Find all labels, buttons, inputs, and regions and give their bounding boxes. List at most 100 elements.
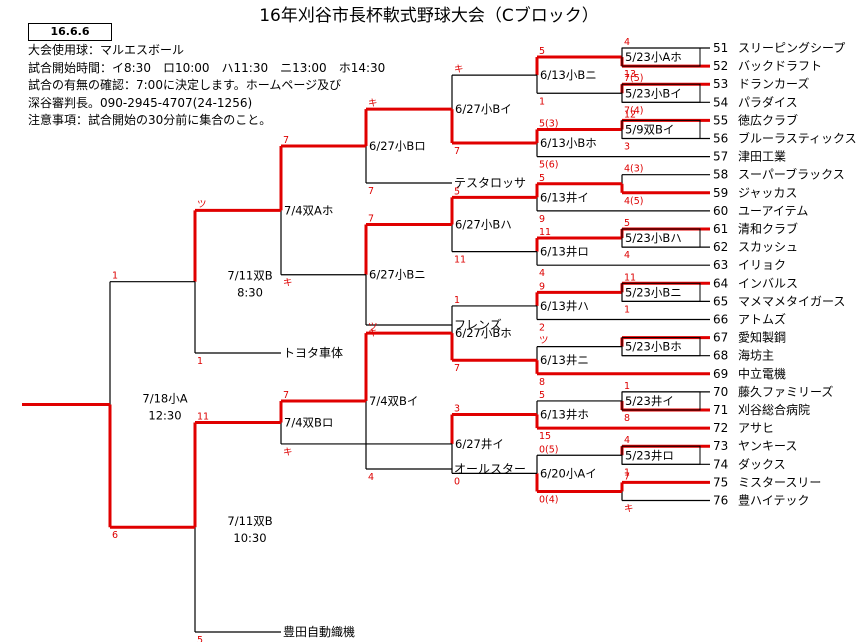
info-line-contact: 深谷審判長。090-2945-4707(24-1256)	[28, 95, 253, 110]
team-number: 56	[713, 132, 728, 146]
match-r1e: 545/23小Bハ	[624, 218, 682, 261]
score-top: 4(3)	[624, 164, 644, 175]
team-number: 60	[713, 204, 728, 218]
match-box	[621, 391, 701, 411]
team-entry: 56 ブルーラスティックス	[713, 131, 857, 146]
team-name: ブルーラスティックス	[738, 131, 857, 146]
score-bottom: 5(6)	[539, 160, 559, 171]
team-number: 66	[713, 313, 728, 327]
team-number: 52	[713, 59, 728, 73]
score-top: 4	[624, 37, 630, 48]
team-number: 61	[713, 222, 728, 236]
match-r1b: 7(5)7(4)5/23小Bイ	[624, 73, 682, 116]
match-label: 6/27小Bホ	[455, 326, 512, 340]
team-name: バックドラフト	[738, 59, 822, 73]
match-r2f: ツ86/13井ニ	[539, 336, 589, 388]
team-entry: 59 ジャッカス	[713, 186, 797, 200]
score-top: 1	[454, 295, 460, 306]
score-bottom: 8	[624, 413, 630, 424]
team-name: ユーアイテム	[738, 204, 808, 218]
match-label: 6/20小Aイ	[540, 466, 597, 480]
match-label: 5/23井ロ	[625, 448, 674, 462]
team-name: 海坊主	[738, 348, 774, 363]
match-r2e: 9 2 6/13井ハ	[539, 281, 589, 333]
team-name: フレンズ	[454, 317, 502, 332]
score-bottom: 7	[368, 186, 374, 197]
team-name: アサヒ	[738, 421, 774, 435]
team-name: 豊田自動織機	[283, 624, 355, 639]
page-title: 16年刈谷市長杯軟式野球大会（Cブロック）	[259, 6, 599, 26]
info-line-times: 試合開始時間：イ8:30 ロ10:00 ハ11:30 ニ13:00 ホ14:30	[28, 60, 386, 75]
team-name: 愛知製鋼	[738, 331, 786, 345]
score-bottom: 7	[454, 146, 460, 157]
match-r1j: 7キ	[624, 471, 634, 514]
team-name: トヨタ車体	[283, 346, 343, 360]
score-top: 4	[624, 435, 630, 446]
team-name: ジャッカス	[738, 186, 797, 200]
match-r2c: 596/13井イ	[539, 173, 589, 225]
info-line-ball: 大会使用球：マルエスボール	[28, 43, 185, 57]
score-top: 5(3)	[539, 118, 559, 129]
team-name: 中立電機	[738, 366, 786, 381]
team-name: アトムズ	[738, 312, 786, 327]
score-bottom: 11	[454, 255, 466, 266]
team-entry: 52 バックドラフト	[713, 59, 822, 73]
team-number: 75	[713, 475, 728, 489]
score-top: 5	[539, 173, 545, 184]
match-label: 5/23小Aホ	[625, 50, 682, 64]
score-top: 5	[624, 218, 630, 229]
team-number: 62	[713, 240, 728, 254]
score-top: 11	[197, 411, 209, 422]
match-label: 7/4双Bロ	[284, 415, 333, 429]
team-number: 68	[713, 349, 728, 363]
match-r1h: 185/23井イ	[624, 381, 674, 424]
score-bottom: 7(4)	[624, 105, 644, 116]
team-name: 豊ハイテック	[738, 494, 810, 508]
score-top: ツ	[368, 322, 378, 333]
match-box	[621, 47, 701, 67]
team-entry: 62 スカッシュ	[713, 240, 798, 254]
team-entry: 67 愛知製鋼	[713, 331, 786, 345]
score-bottom: 8	[539, 377, 545, 388]
team-name: 清和クラブ	[738, 221, 798, 236]
score-bottom: 4	[368, 472, 374, 483]
score-top: 9	[539, 281, 545, 292]
score-bottom: 2	[539, 323, 545, 334]
team-number: 72	[713, 421, 728, 435]
info-line-decision: 試合の有無の確認：7:00に決定します。ホームページ及び	[28, 78, 342, 93]
score-top: ツ	[197, 199, 207, 210]
match-label: 7/4双Aホ	[284, 203, 333, 217]
team-number: 67	[713, 331, 728, 345]
score-bottom: 15	[539, 431, 551, 442]
score-bottom: 5	[197, 635, 203, 642]
match-label: 5/23小Bハ	[625, 231, 682, 245]
match-label: 5/23小Bイ	[625, 86, 682, 100]
match-label: 6/27小Bロ	[369, 139, 426, 153]
score-bottom: 9	[539, 214, 545, 225]
team-name: ダックス	[738, 456, 786, 471]
match-label: 6/13井ハ	[540, 299, 589, 313]
team-number: 59	[713, 186, 728, 200]
team-number: 54	[713, 95, 728, 109]
match-r4b: 7キ6/27小Bニ	[368, 213, 426, 339]
team-name: スカッシュ	[738, 240, 798, 254]
score-bottom: 1	[624, 304, 630, 315]
team-number: 71	[713, 403, 728, 417]
match-box	[621, 119, 701, 140]
score-top: 3	[454, 404, 460, 415]
match-r2a: 516/13小Bニ	[539, 46, 597, 107]
